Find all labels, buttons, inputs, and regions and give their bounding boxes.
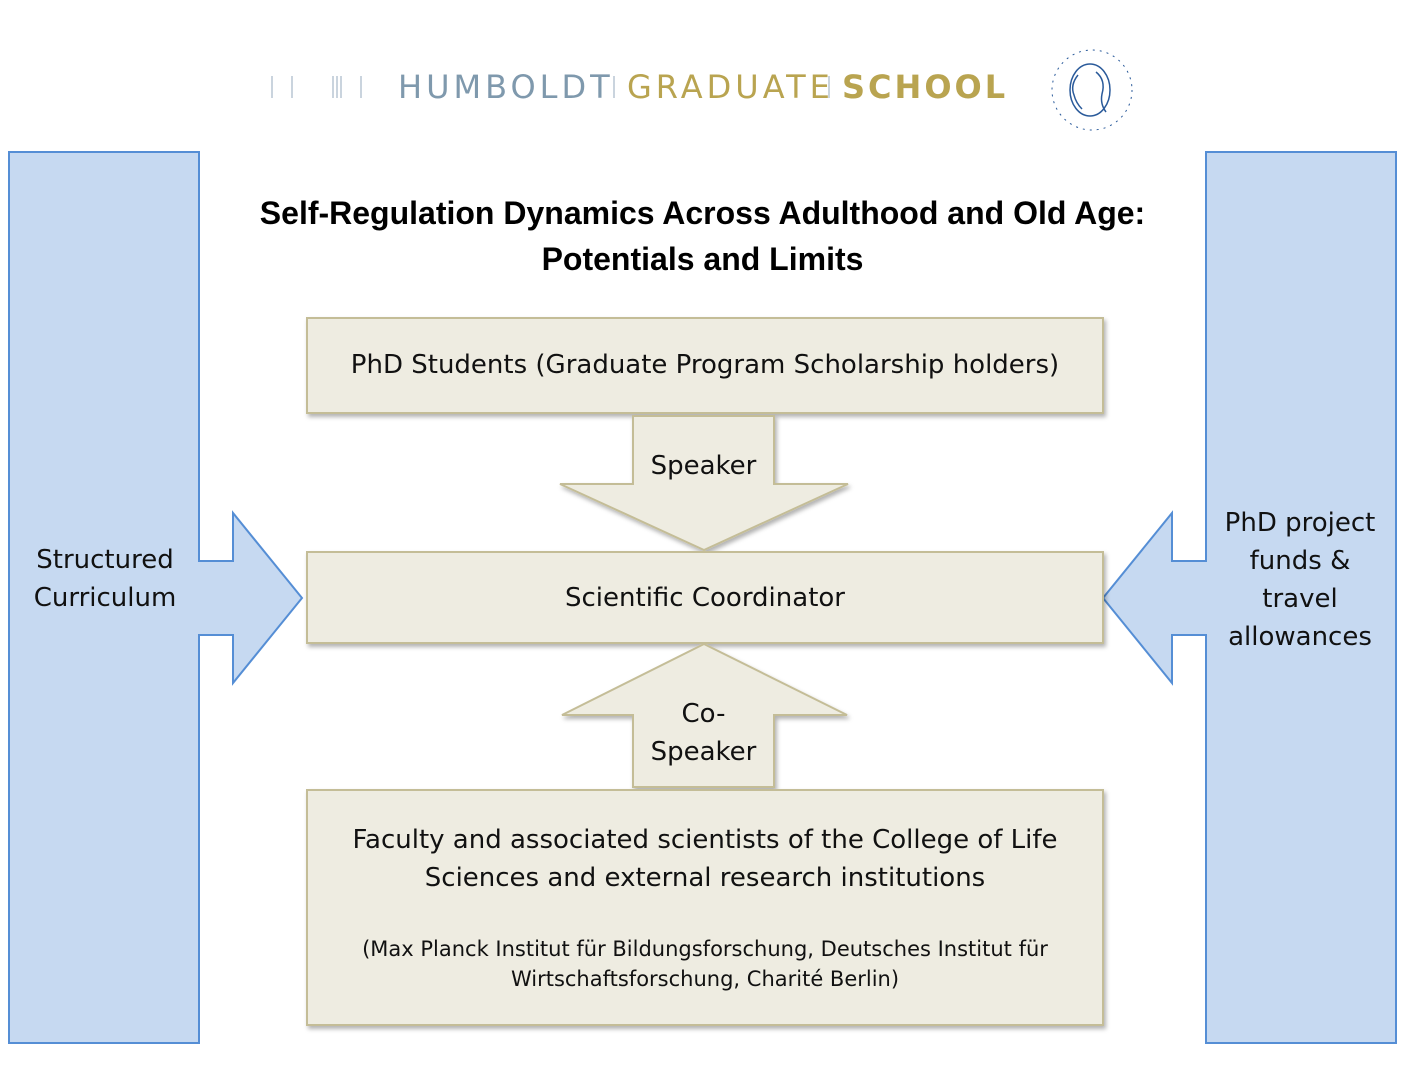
right-panel-label: PhD project funds & travel allowances: [1224, 508, 1376, 652]
coordinator-box: [306, 551, 1104, 644]
left-panel-label: Structured Curriculum: [33, 545, 177, 613]
co-speaker-label: Co-Speaker: [650, 699, 757, 767]
faculty-box: [306, 789, 1104, 1026]
students-box: [306, 317, 1104, 414]
faculty-label: Faculty and associated scientists of the…: [352, 825, 1058, 893]
university-seal-icon: [1051, 49, 1133, 131]
right-funds-arrow: [1101, 151, 1397, 1044]
left-curriculum-arrow: [8, 151, 304, 1044]
speaker-arrow: [559, 415, 849, 552]
co-speaker-arrow: [561, 642, 848, 788]
logo-school: SCHOOL: [842, 68, 1009, 106]
faculty-note: (Max Planck Institut für Bildungsforschu…: [362, 937, 1048, 991]
coordinator-label: Scientific Coordinator: [565, 583, 845, 613]
logo-graduate: GRADUATE: [627, 68, 834, 106]
speaker-label: Speaker: [650, 451, 757, 481]
page-title: Self-Regulation Dynamics Across Adulthoo…: [259, 195, 1146, 277]
students-label: PhD Students (Graduate Program Scholarsh…: [350, 350, 1060, 380]
logo-humboldt: HUMBOLDT: [398, 68, 614, 106]
logo-bars: [271, 76, 830, 98]
